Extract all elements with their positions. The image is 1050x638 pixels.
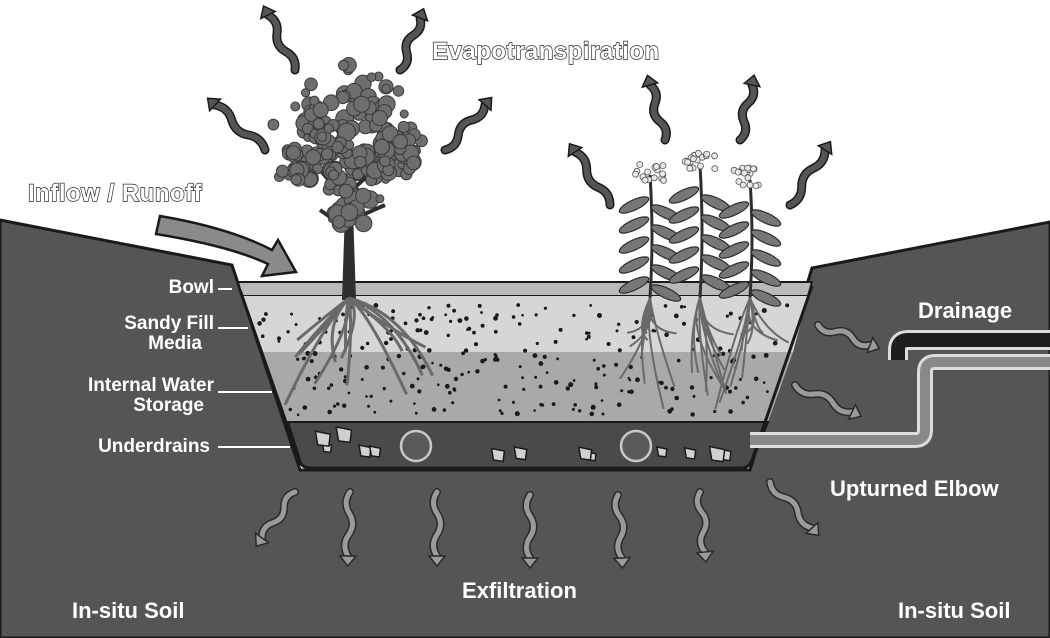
in-situ-soil-right-label: In-situ Soil [898,598,1010,624]
exfiltration-label: Exfiltration [462,578,577,604]
in-situ-soil-left-label: In-situ Soil [72,598,184,624]
underdrain-pipe-left [401,431,431,461]
internal-water-label-line1: Internal Water [40,376,214,396]
sandy-fill-label-line1: Sandy Fill [80,314,214,334]
evapotranspiration-label: Evapotranspiration [432,38,660,66]
underdrain-pipe-right [621,431,651,461]
underdrains-label: Underdrains [40,437,210,457]
internal-water-label-line2: Storage [40,396,204,416]
upturned-elbow-label: Upturned Elbow [830,476,999,502]
inflow-runoff-label: Inflow / Runoff [28,180,202,208]
bowl-label: Bowl [150,278,214,298]
drainage-label: Drainage [918,298,1012,324]
sandy-fill-label-line2: Media [80,334,202,354]
